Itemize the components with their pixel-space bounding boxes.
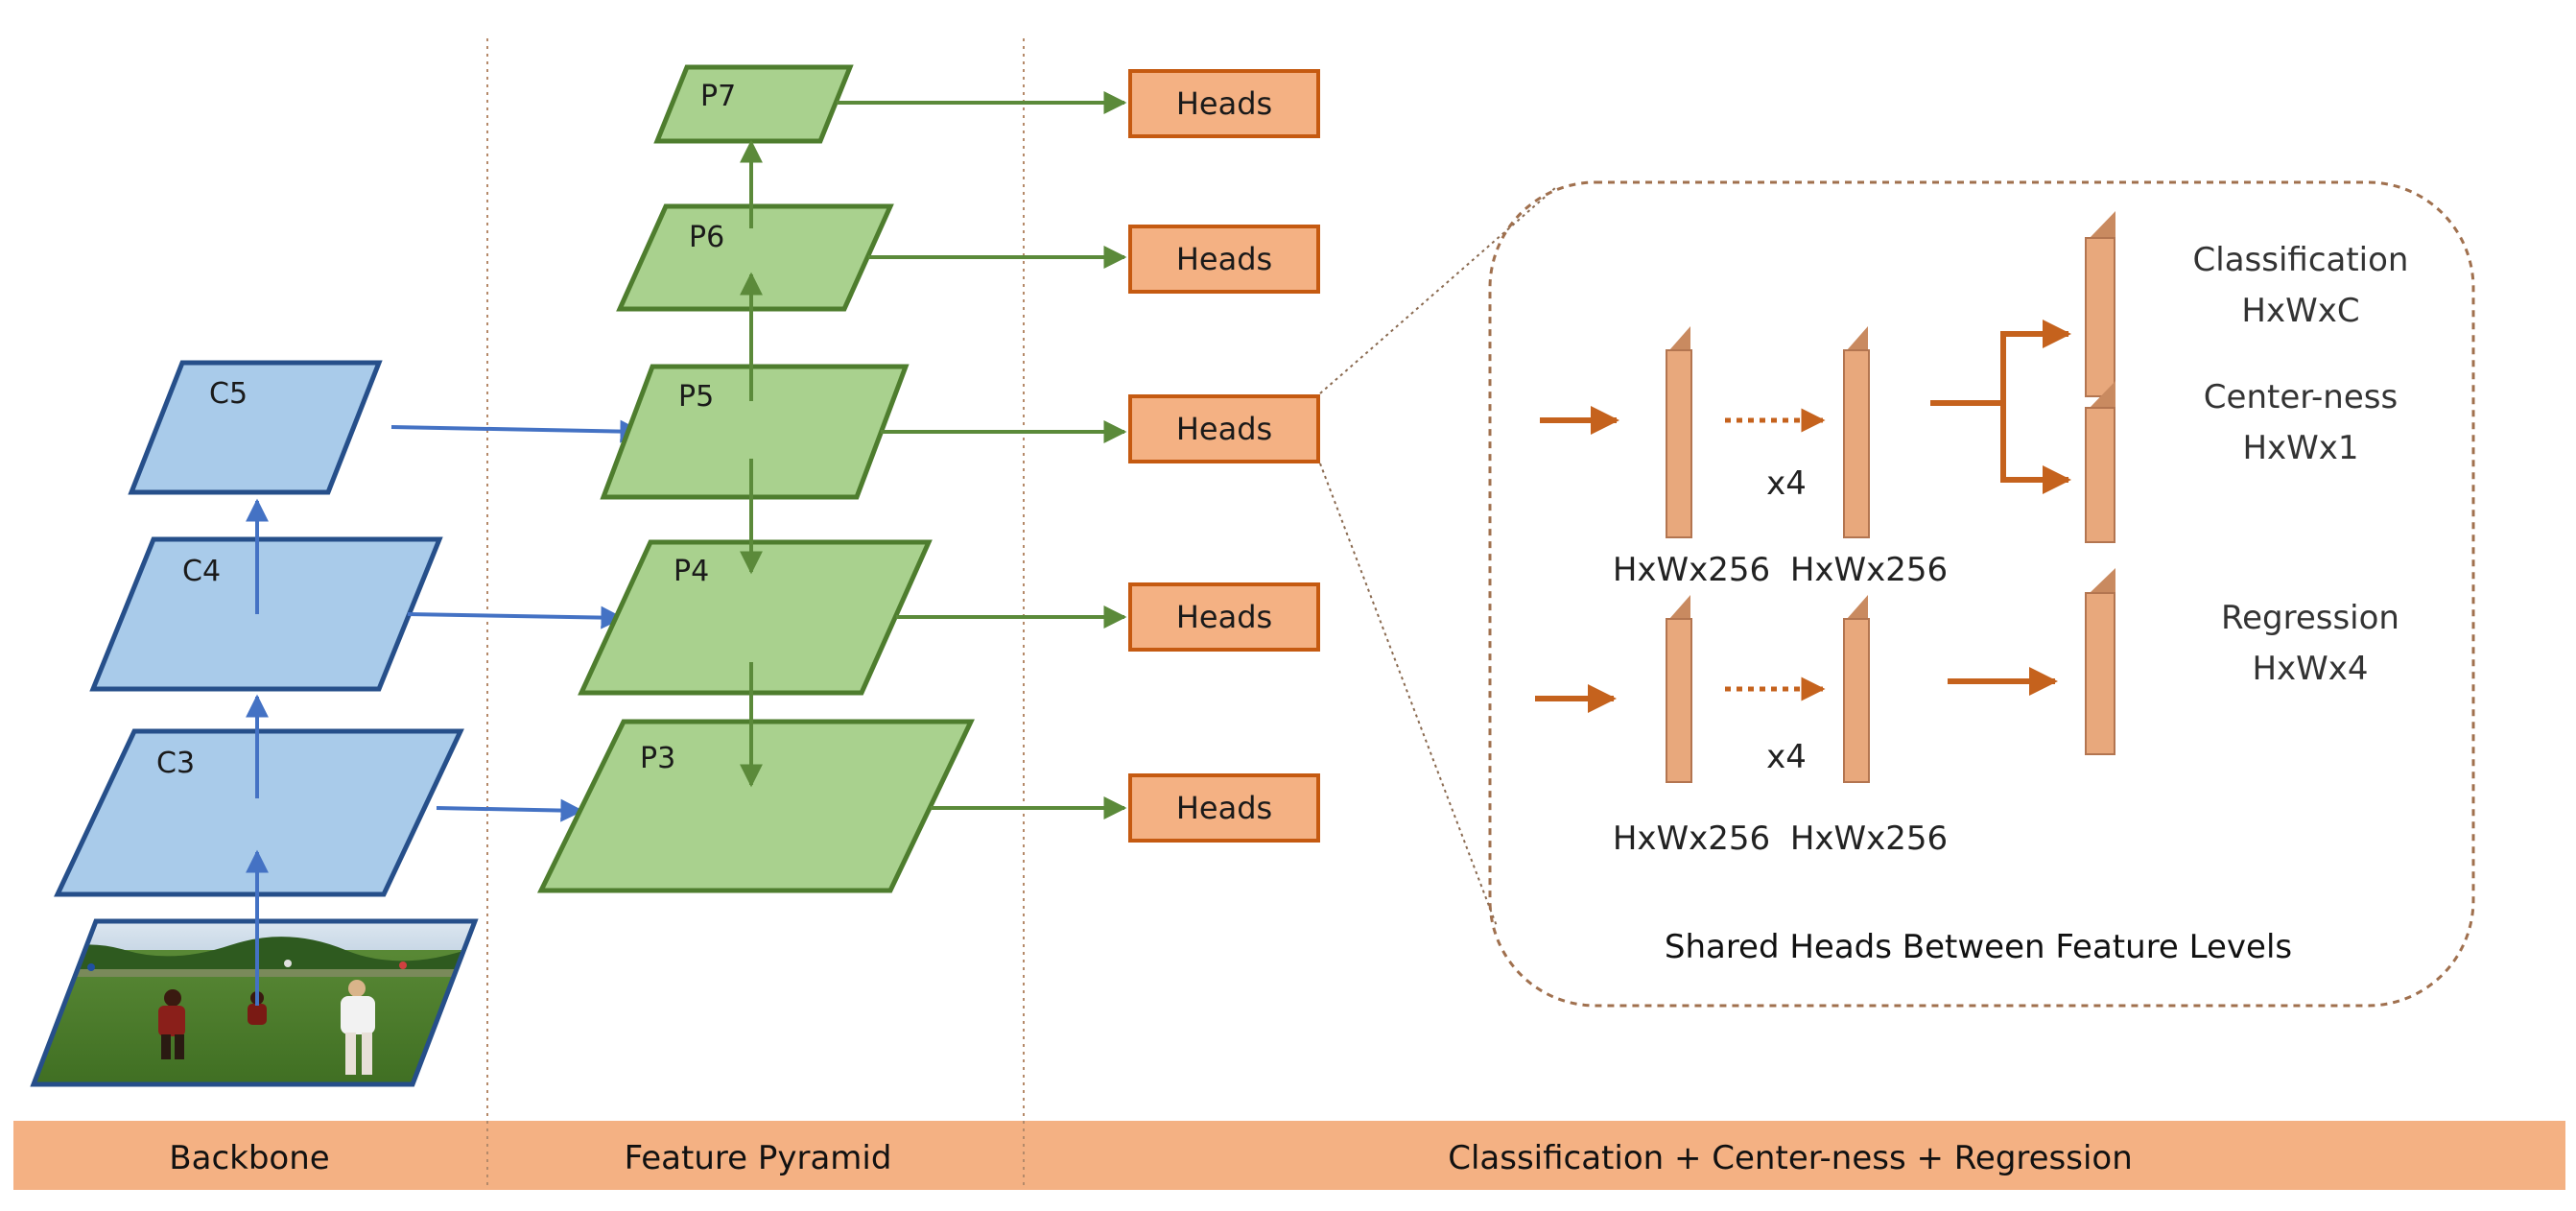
heads-box-p6 [1128,225,1320,294]
input-image [30,918,479,1087]
pyramid-plane-p4 [578,539,933,696]
band-label-backbone: Backbone [169,1139,329,1177]
heads-box-p7 [1128,69,1320,138]
pyramid-plane-p3 [536,719,975,893]
band-label-feature-pyramid: Feature Pyramid [625,1139,892,1177]
band-label-heads: Classification + Center-ness + Regressio… [1448,1139,2133,1177]
repeat-label-bottom: x4 [1766,738,1807,776]
plane-label-p7: P7 [700,80,736,113]
dim-label-bottom-1: HxWx256 [1613,819,1770,858]
pyramid-plane-p5 [600,364,910,500]
heads-label-p6: Heads [1176,241,1272,277]
pyramid-plane-p6 [616,203,894,312]
heads-box-p3 [1128,773,1320,843]
zoom-line-bottom [1319,463,1498,927]
plane-label-c5: C5 [209,377,248,411]
detail-caption: Shared Heads Between Feature Levels [1665,928,2292,966]
heads-label-p4: Heads [1176,599,1272,635]
plane-label-p4: P4 [674,555,709,588]
backbone-plane-c4 [89,536,443,692]
band-background [13,1121,2565,1190]
output-label-centerness: Center-ness [2204,378,2398,416]
heads-label-p5: Heads [1176,411,1272,447]
plane-label-p5: P5 [678,380,714,414]
plane-label-p6: P6 [689,221,724,254]
backbone-plane-c3 [54,728,464,897]
arrow-c4-to-p4 [407,606,625,629]
heads-box-p4 [1128,582,1320,652]
dim-label-top-1: HxWx256 [1613,551,1770,589]
plane-label-c4: C4 [182,555,221,588]
heads-box-p5 [1128,394,1320,463]
output-block-classification [2085,211,2115,397]
feature-block-top-2 [1843,326,1870,538]
backbone-plane-c5 [128,360,383,495]
pyramid-plane-p7 [653,64,854,144]
heads-label-p7: Heads [1176,85,1272,122]
detail-box-border [1488,180,2475,1008]
plane-label-p3: P3 [640,742,675,775]
bottom-band: Backbone Feature Pyramid Classification … [13,1121,2565,1190]
dim-label-top-2: HxWx256 [1790,551,1948,589]
feature-block-top-1 [1666,326,1692,538]
repeat-label-top: x4 [1766,464,1807,503]
split-connector [1930,331,2066,483]
arrow-c5-to-p5 [390,419,644,443]
feature-block-bottom-1 [1666,595,1692,783]
output-block-regression [2085,568,2115,755]
arrow-c3-to-p3 [436,798,584,822]
heads-column: Heads Heads Heads Heads Heads [1128,69,1320,843]
output-block-centerness [2085,381,2115,543]
output-label-classification: Classification [2193,241,2409,279]
feature-pyramid-column: P3 P4 P5 P6 P7 [536,64,975,893]
output-label-regression: Regression [2221,599,2399,637]
feature-block-bottom-2 [1843,595,1870,783]
dim-label-bottom-2: HxWx256 [1790,819,1948,858]
output-shape-regression: HxWx4 [2252,650,2368,688]
shared-heads-detail: x4 HxWx256 HxWx256 Classification HxWxC … [1488,180,2475,1008]
zoom-line-top [1319,186,1557,394]
heads-label-p3: Heads [1176,790,1272,826]
backbone-column: C3 C4 C5 [30,360,479,1087]
plane-label-c3: C3 [156,747,195,780]
output-shape-classification: HxWxC [2241,292,2359,330]
output-shape-centerness: HxWx1 [2242,429,2358,467]
